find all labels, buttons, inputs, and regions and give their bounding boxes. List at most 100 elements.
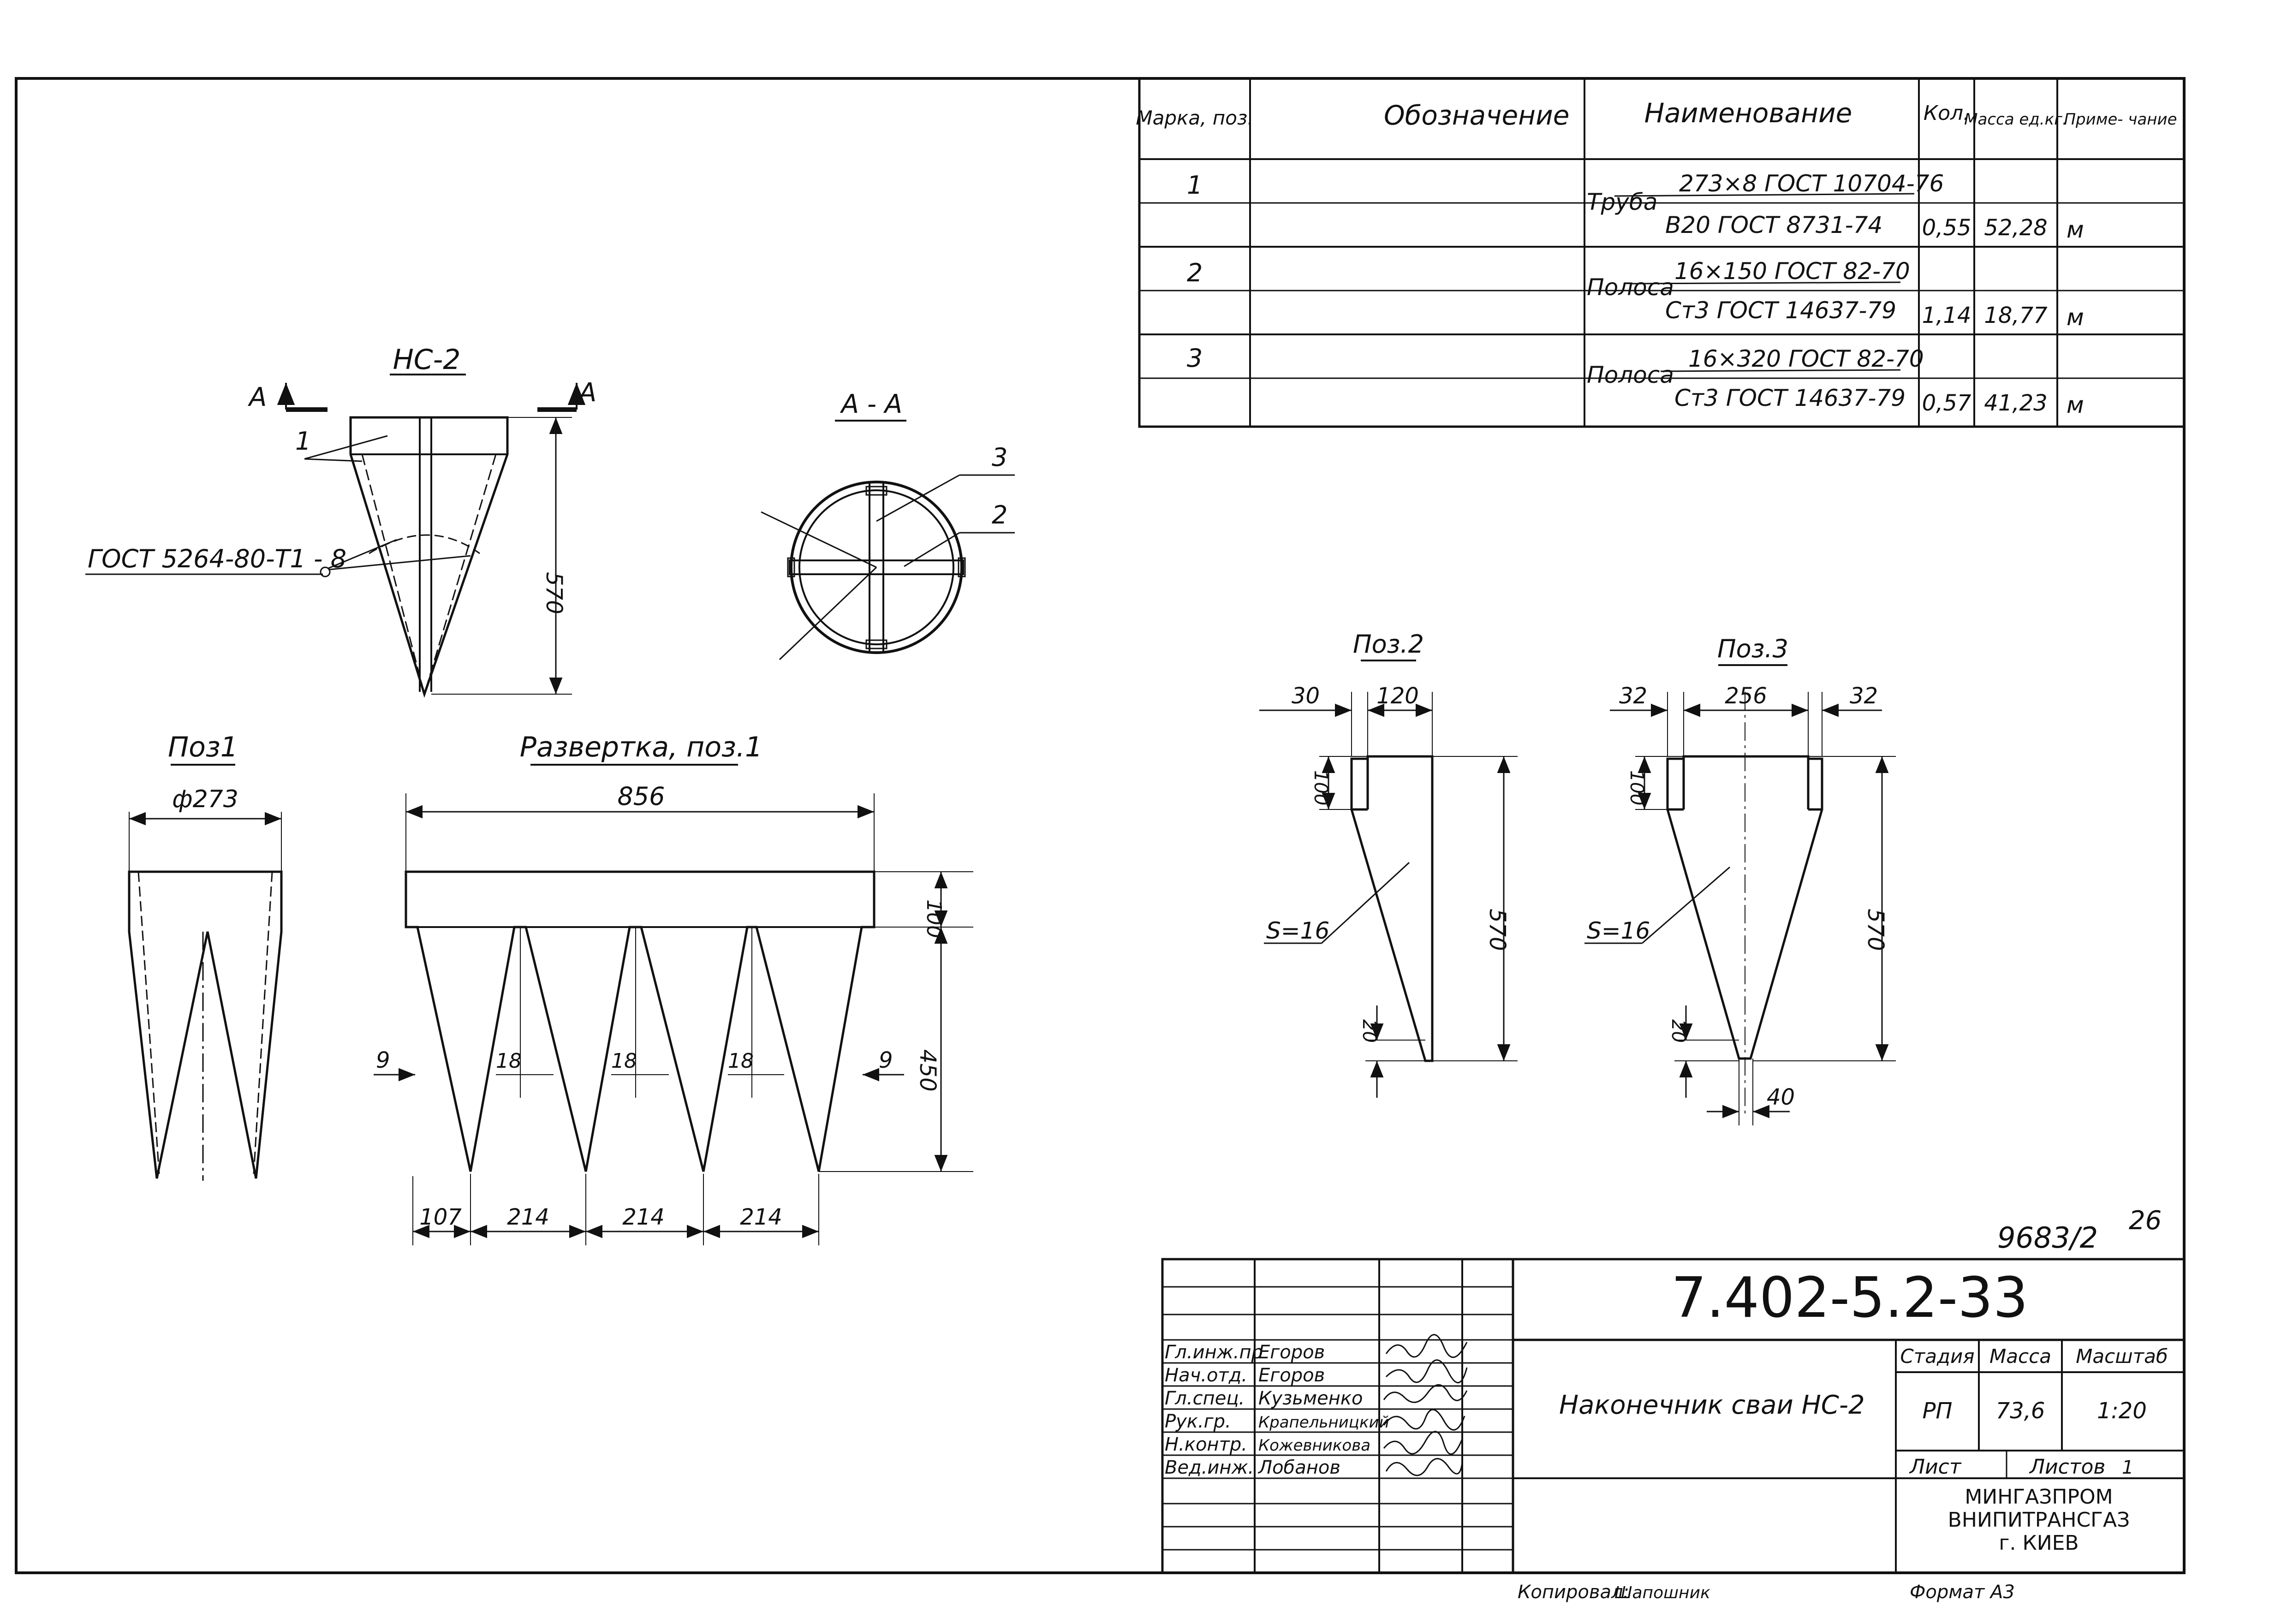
view-main-title: НС-2 <box>393 344 461 376</box>
dim-18-a: 18 <box>496 1049 522 1073</box>
view-development: Развертка, поз.1 856 100 450 9 9 18 18 1… <box>374 731 973 1245</box>
svg-text:Рук.гр.: Рук.гр. <box>1165 1411 1231 1432</box>
view-main: НС-2 А А 1 ГОСТ 5264-80-Т1 - 8 570 <box>85 344 596 698</box>
page-number: 26 <box>2129 1206 2162 1236</box>
spec-row: 3 Полоса 16×320 ГОСТ 82-70 Ст3 ГОСТ 1463… <box>1187 344 2084 418</box>
header-note: Приме- чание <box>2064 110 2177 129</box>
svg-text:52,28: 52,28 <box>1984 215 2047 241</box>
svg-text:0,57: 0,57 <box>1922 390 1971 416</box>
section-aa-title: А - А <box>840 389 902 419</box>
staff-row: Нач.отд. Егоров <box>1165 1365 1325 1386</box>
dim-100-pos2: 100 <box>1310 770 1331 805</box>
dim-9-left: 9 <box>376 1047 390 1073</box>
sheet-label: Лист <box>1909 1455 1962 1479</box>
org-ministry: МИНГАЗПРОМ <box>1965 1485 2113 1509</box>
copied-label: Копировал: <box>1518 1582 1629 1603</box>
svg-text:Гл.спец.: Гл.спец. <box>1165 1388 1245 1409</box>
product-name: Наконечник сваи НС-2 <box>1559 1390 1865 1420</box>
svg-text:м: м <box>2067 304 2084 331</box>
dim-100-dev: 100 <box>922 899 946 938</box>
weld-note: ГОСТ 5264-80-Т1 - 8 <box>88 544 346 573</box>
dim-570-pos2: 570 <box>1484 909 1510 951</box>
staff-row: Рук.гр. Крапельницкий <box>1165 1411 1389 1432</box>
archive-number: 9683/2 <box>1997 1221 2098 1255</box>
svg-text:Нач.отд.: Нач.отд. <box>1165 1365 1247 1386</box>
dim-856: 856 <box>617 782 665 811</box>
mass-value: 73,6 <box>1996 1398 2045 1424</box>
view-section-aa: А - А 3 2 <box>761 389 1015 660</box>
scale-label: Масштаб <box>2076 1345 2168 1368</box>
svg-text:Кузьменко: Кузьменко <box>1258 1388 1363 1409</box>
callout-3: 3 <box>992 443 1007 472</box>
thickness-pos2: S=16 <box>1266 917 1329 944</box>
format-label: Формат А3 <box>1910 1582 2015 1603</box>
doc-code: 7.402-5.2-33 <box>1671 1266 2028 1330</box>
svg-text:Гл.инж.пр: Гл.инж.пр <box>1165 1342 1263 1363</box>
header-mark: Марка, поз. <box>1136 107 1253 129</box>
dim-214-b: 214 <box>622 1204 665 1230</box>
svg-text:Кожевникова: Кожевникова <box>1258 1436 1370 1455</box>
svg-text:18,77: 18,77 <box>1984 303 2048 328</box>
staff-row: Гл.спец. Кузьменко <box>1165 1388 1363 1409</box>
svg-text:Ст3 ГОСТ 14637-79: Ст3 ГОСТ 14637-79 <box>1674 385 1906 411</box>
svg-text:1: 1 <box>1187 171 1203 200</box>
mass-label: Масса <box>1989 1345 2051 1368</box>
stage-label: Стадия <box>1900 1345 1974 1368</box>
dim-40: 40 <box>1767 1084 1795 1110</box>
org-institute: ВНИПИТРАНСГАЗ <box>1948 1508 2130 1532</box>
pos1-title: Поз1 <box>168 731 238 763</box>
svg-text:0,55: 0,55 <box>1922 215 1971 241</box>
svg-text:273×8 ГОСТ 10704-76: 273×8 ГОСТ 10704-76 <box>1679 170 1944 197</box>
svg-text:Труба: Труба <box>1587 189 1657 215</box>
callout-2: 2 <box>992 500 1007 529</box>
pos3-title: Поз.3 <box>1717 634 1788 663</box>
svg-text:Вед.инж.: Вед.инж. <box>1165 1457 1254 1478</box>
dim-18-b: 18 <box>611 1049 637 1073</box>
view-pos2: Поз.2 30 120 100 S=16 570 <box>1259 630 1518 1098</box>
scale-value: 1:20 <box>2097 1398 2147 1424</box>
dim-30: 30 <box>1292 683 1320 709</box>
dim-100-pos3: 100 <box>1626 770 1647 805</box>
callout-1: 1 <box>295 427 311 456</box>
sheet-border <box>15 77 2186 1574</box>
svg-text:Н.контр.: Н.контр. <box>1165 1434 1247 1455</box>
staff-row: Гл.инж.пр Егоров <box>1165 1342 1325 1363</box>
copied-by: Шапошник <box>1614 1583 1710 1602</box>
svg-text:В20 ГОСТ 8731-74: В20 ГОСТ 8731-74 <box>1665 212 1882 238</box>
svg-text:Полоса: Полоса <box>1587 362 1674 388</box>
dim-32-left: 32 <box>1619 683 1647 709</box>
dim-256: 256 <box>1725 683 1767 709</box>
title-block: 9683/2 26 Гл.инж.пр Егоров Нач.отд. Егор… <box>1161 1206 2186 1603</box>
svg-text:2: 2 <box>1187 258 1203 287</box>
dim-120: 120 <box>1376 683 1419 709</box>
view-pos3: Поз.3 32 256 32 100 S=16 570 <box>1584 634 1896 1125</box>
sheets-count: 1 <box>2122 1457 2133 1478</box>
thickness-pos3: S=16 <box>1587 917 1650 944</box>
dim-570-main: 570 <box>541 572 567 614</box>
dim-18-c: 18 <box>728 1049 754 1073</box>
dim-9-right: 9 <box>879 1047 893 1073</box>
sheets-label: Листов <box>2029 1455 2105 1479</box>
dim-107: 107 <box>419 1204 462 1230</box>
pos2-title: Поз.2 <box>1353 630 1424 659</box>
svg-text:Полоса: Полоса <box>1587 274 1674 301</box>
signature-scribbles <box>1383 1334 1468 1476</box>
section-mark-left: А <box>248 382 267 412</box>
dim-20-pos3: 20 <box>1668 1019 1689 1043</box>
dim-570-pos3: 570 <box>1863 909 1888 951</box>
svg-text:м: м <box>2067 392 2084 418</box>
org-city: г. КИЕВ <box>1999 1531 2079 1555</box>
svg-text:3: 3 <box>1187 344 1203 373</box>
svg-text:Крапельницкий: Крапельницкий <box>1258 1413 1389 1432</box>
dim-diameter: ф273 <box>172 785 238 813</box>
svg-text:1,14: 1,14 <box>1922 303 1971 328</box>
spec-row: 2 Полоса 16×150 ГОСТ 82-70 Ст3 ГОСТ 1463… <box>1187 258 2084 331</box>
svg-text:м: м <box>2067 216 2084 243</box>
dim-32-right: 32 <box>1850 683 1878 709</box>
header-mass: Масса ед.кг. <box>1964 110 2067 129</box>
header-name: Наименование <box>1644 97 1852 129</box>
staff-row: Вед.инж. Лобанов <box>1165 1457 1340 1478</box>
svg-text:41,23: 41,23 <box>1984 390 2047 416</box>
header-designation: Обозначение <box>1384 100 1569 131</box>
